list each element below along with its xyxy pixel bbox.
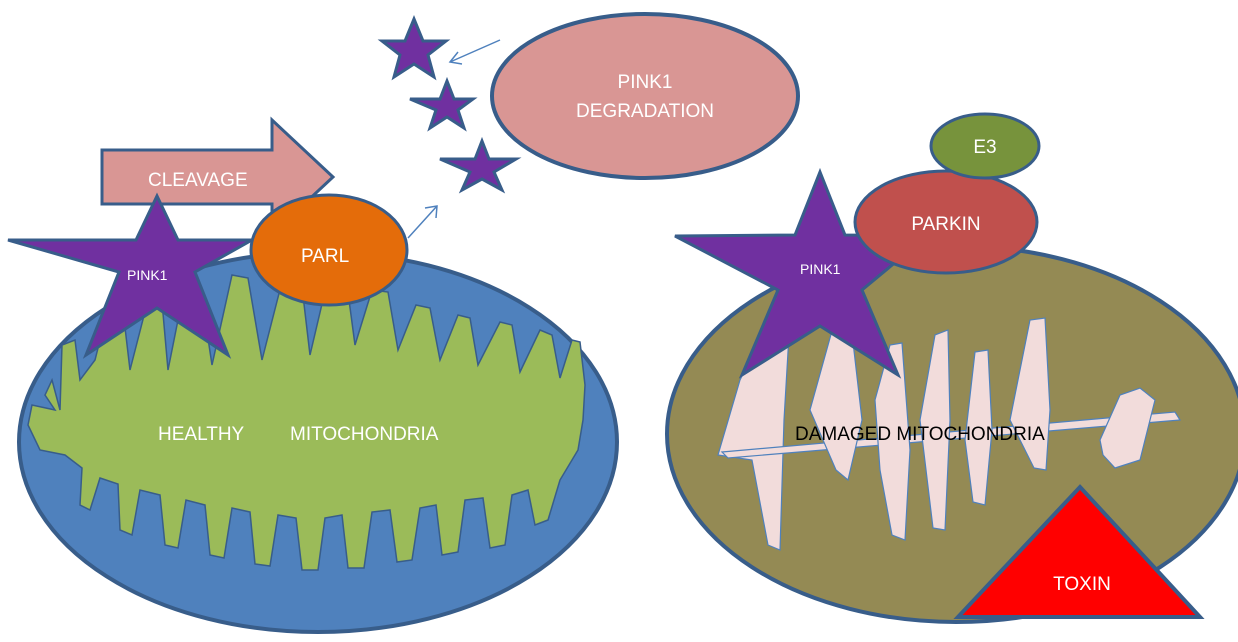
- degraded-pink1-star-3: [440, 141, 516, 190]
- toxin-label: TOXIN: [1053, 574, 1111, 595]
- degradation-label-line1: PINK1: [618, 72, 673, 93]
- damaged-label: DAMAGED MITOCHONDRIA: [795, 424, 1045, 445]
- pink1-degradation-bubble: [492, 14, 798, 178]
- cleavage-label: CLEAVAGE: [148, 170, 248, 191]
- e3-label: E3: [973, 137, 996, 158]
- pink1-left-label: PINK1: [127, 267, 168, 283]
- parkin-label: PARKIN: [911, 214, 980, 235]
- thin-arrow-degradation: [450, 40, 500, 64]
- parl-label: PARL: [301, 246, 349, 267]
- degraded-pink1-star-1: [382, 19, 446, 77]
- mitochondria-label: MITOCHONDRIA: [290, 424, 439, 445]
- thin-arrow-parl: [408, 206, 437, 238]
- degradation-label-line2: DEGRADATION: [576, 101, 714, 122]
- pink1-right-label: PINK1: [800, 261, 841, 277]
- healthy-label: HEALTHY: [158, 424, 245, 445]
- degraded-pink1-star-2: [410, 81, 473, 128]
